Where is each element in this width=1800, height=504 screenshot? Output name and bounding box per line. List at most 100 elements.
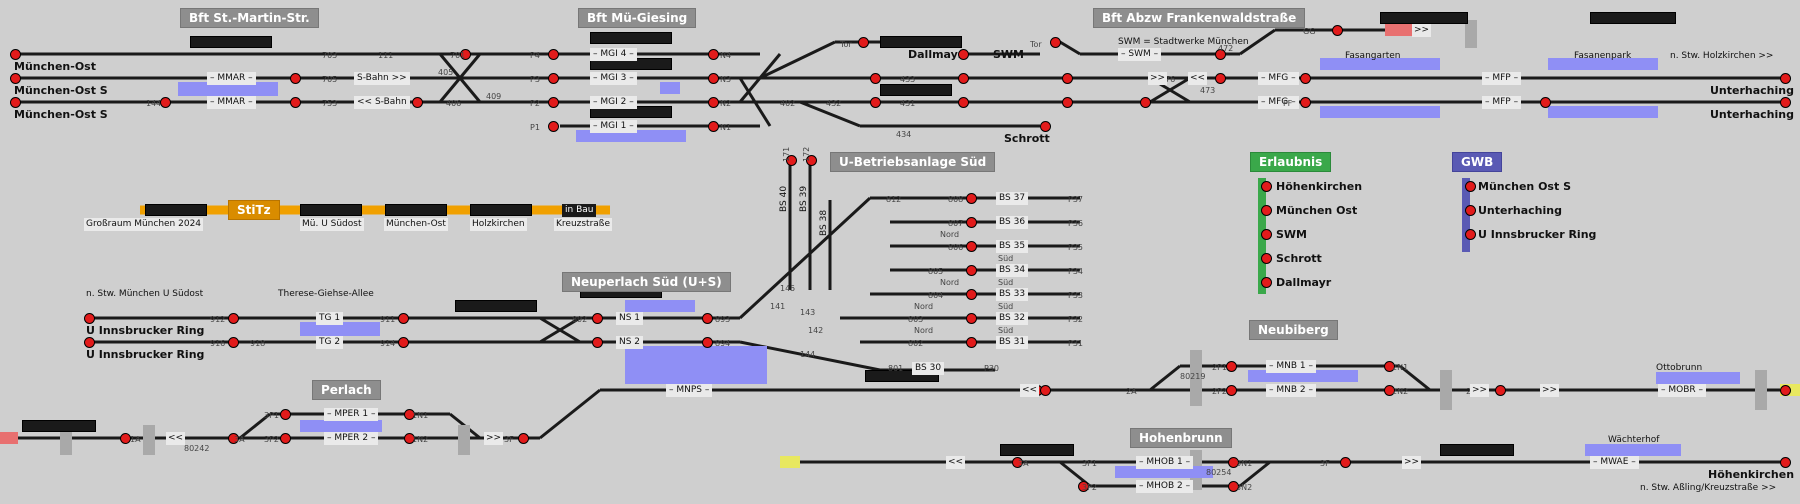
signal[interactable]	[1040, 385, 1051, 396]
signal[interactable]	[1780, 385, 1791, 396]
permission-indicator[interactable]	[1261, 181, 1272, 192]
signal[interactable]	[1228, 457, 1239, 468]
signal[interactable]	[1140, 97, 1151, 108]
signal[interactable]	[966, 193, 977, 204]
signal[interactable]	[966, 241, 977, 252]
train-number-field[interactable]	[1440, 444, 1514, 456]
signal[interactable]	[1215, 73, 1226, 84]
signal[interactable]	[404, 433, 415, 444]
train-number-field[interactable]	[300, 204, 362, 216]
train-number-field[interactable]	[455, 300, 537, 312]
permission-indicator[interactable]	[1261, 229, 1272, 240]
signal[interactable]	[1384, 361, 1395, 372]
signal[interactable]	[280, 409, 291, 420]
signal[interactable]	[460, 49, 471, 60]
signal[interactable]	[290, 97, 301, 108]
signal[interactable]	[966, 289, 977, 300]
signal[interactable]	[84, 313, 95, 324]
gwb-u-innsbrucker-ring: U Innsbrucker Ring	[1478, 228, 1597, 241]
direction-arrow: >>	[1148, 72, 1168, 85]
signal[interactable]	[1040, 121, 1051, 132]
signal[interactable]	[708, 73, 719, 84]
signal[interactable]	[10, 49, 21, 60]
signal[interactable]	[1332, 25, 1343, 36]
signal[interactable]	[702, 313, 713, 324]
signal[interactable]	[958, 73, 969, 84]
signal[interactable]	[1062, 73, 1073, 84]
signal[interactable]	[858, 37, 869, 48]
signal[interactable]	[10, 97, 21, 108]
signal[interactable]	[1340, 457, 1351, 468]
signal[interactable]	[592, 313, 603, 324]
signal[interactable]	[1062, 97, 1073, 108]
gwb-indicator[interactable]	[1465, 181, 1476, 192]
signal[interactable]	[84, 337, 95, 348]
signal[interactable]	[398, 337, 409, 348]
permission-indicator[interactable]	[1261, 253, 1272, 264]
signal[interactable]	[702, 337, 713, 348]
signal[interactable]	[966, 337, 977, 348]
platform	[300, 322, 380, 336]
signal[interactable]	[958, 49, 969, 60]
signal[interactable]	[404, 409, 415, 420]
train-number-field[interactable]	[1000, 444, 1074, 456]
signal[interactable]	[1384, 385, 1395, 396]
train-number-field[interactable]	[1380, 12, 1468, 24]
signal[interactable]	[228, 337, 239, 348]
signal[interactable]	[1495, 385, 1506, 396]
signal[interactable]	[548, 73, 559, 84]
signal[interactable]	[870, 97, 881, 108]
signal[interactable]	[228, 313, 239, 324]
signal[interactable]	[548, 121, 559, 132]
signal[interactable]	[1012, 457, 1023, 468]
train-number-field[interactable]	[590, 32, 672, 44]
signal[interactable]	[518, 433, 529, 444]
signal[interactable]	[1228, 481, 1239, 492]
signal[interactable]	[160, 97, 171, 108]
signal[interactable]	[786, 155, 797, 166]
train-number-field[interactable]	[190, 36, 272, 48]
signal[interactable]	[10, 73, 21, 84]
signal[interactable]	[966, 217, 977, 228]
gwb-indicator[interactable]	[1465, 229, 1476, 240]
train-number-field[interactable]	[880, 84, 952, 96]
signal[interactable]	[1300, 73, 1311, 84]
train-number-field[interactable]	[385, 204, 447, 216]
train-number-field[interactable]	[1590, 12, 1676, 24]
gwb-indicator[interactable]	[1465, 205, 1476, 216]
signal[interactable]	[1780, 457, 1791, 468]
train-number-field[interactable]	[880, 36, 962, 48]
signal[interactable]	[1226, 361, 1237, 372]
train-number-field[interactable]	[470, 204, 532, 216]
signal[interactable]	[290, 73, 301, 84]
signal[interactable]	[870, 73, 881, 84]
header-stitz[interactable]: StiTz	[228, 200, 280, 220]
signal[interactable]	[1226, 385, 1237, 396]
permission-indicator[interactable]	[1261, 205, 1272, 216]
signal[interactable]	[1078, 481, 1089, 492]
signal[interactable]	[120, 433, 131, 444]
signal[interactable]	[548, 97, 559, 108]
signal[interactable]	[548, 49, 559, 60]
train-number-field[interactable]	[145, 204, 207, 216]
signal[interactable]	[708, 49, 719, 60]
signal[interactable]	[592, 337, 603, 348]
train-number-field[interactable]	[22, 420, 96, 432]
signal[interactable]	[1300, 97, 1311, 108]
signal[interactable]	[398, 313, 409, 324]
signal[interactable]	[228, 433, 239, 444]
signal[interactable]	[1215, 49, 1226, 60]
signal[interactable]	[708, 97, 719, 108]
signal[interactable]	[708, 121, 719, 132]
signal[interactable]	[412, 97, 423, 108]
permission-indicator[interactable]	[1261, 277, 1272, 288]
signal[interactable]	[966, 313, 977, 324]
signal[interactable]	[966, 265, 977, 276]
signal[interactable]	[1780, 73, 1791, 84]
signal[interactable]	[958, 97, 969, 108]
signal[interactable]	[280, 433, 291, 444]
signal[interactable]	[1780, 97, 1791, 108]
signal[interactable]	[806, 155, 817, 166]
signal[interactable]	[1050, 37, 1061, 48]
signal[interactable]	[1540, 97, 1551, 108]
